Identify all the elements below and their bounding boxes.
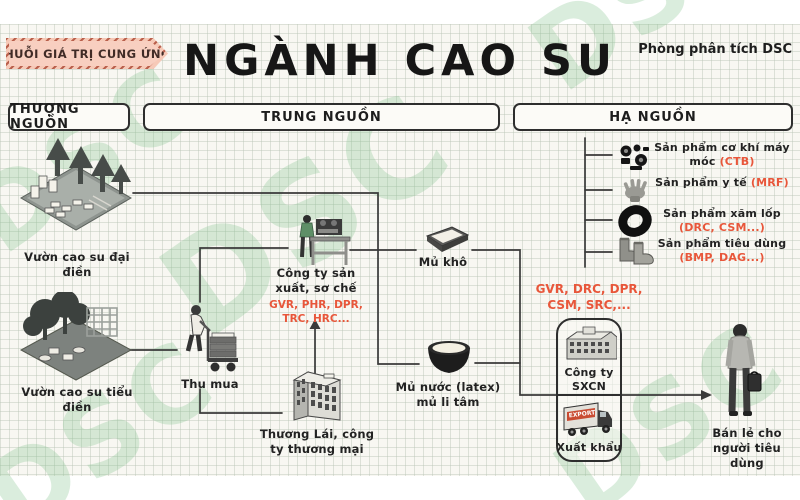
estate-label: Vườn cao su đại điền bbox=[24, 250, 130, 279]
retail-label: Bán lẻ cho người tiêu dùng bbox=[712, 426, 782, 470]
machinery-icon bbox=[620, 144, 649, 170]
export-label: Xuất khẩu bbox=[556, 441, 622, 454]
glove-icon bbox=[623, 179, 647, 202]
downstream-codes: GVR, DRC, DPR, CSM, SRC,... bbox=[535, 282, 643, 313]
processor-codes: GVR, PHR, DPR, TRC, HRC... bbox=[269, 299, 363, 326]
trader-label: Thương Lái, công ty thương mại bbox=[259, 427, 375, 456]
export-truck-text: EXPORT bbox=[568, 409, 596, 419]
processing-machine-illustration bbox=[299, 215, 351, 265]
retail-consumer-person-illustration bbox=[725, 324, 762, 416]
export-truck-illustration: EXPORT bbox=[563, 402, 612, 436]
product-tire-label: Sản phẩm xăm lốp (DRC, CSM...) bbox=[663, 207, 781, 235]
page-title: NGÀNH CAO SU bbox=[183, 36, 617, 86]
boots-icon bbox=[619, 237, 654, 265]
analysis-credit: Phòng phân tích DSC bbox=[638, 42, 792, 57]
collector-person-cart-illustration bbox=[185, 305, 238, 372]
dry-latex-tray-illustration bbox=[425, 226, 470, 252]
supply-chain-ribbon: CHUỖI GIÁ TRỊ CUNG ỨNG bbox=[6, 38, 168, 69]
trader-building-illustration bbox=[292, 371, 342, 421]
collector-label: Thu mua bbox=[181, 377, 239, 391]
tire-icon bbox=[618, 205, 652, 237]
dry-latex-label: Mủ khô bbox=[418, 255, 468, 269]
supply-chain-ribbon-label: CHUỖI GIÁ TRỊ CUNG ỨNG bbox=[9, 41, 165, 66]
box-divider bbox=[556, 394, 622, 396]
manufacturer-label: Công ty SXCN bbox=[564, 366, 614, 394]
column-header-upstream: THƯỢNG NGUỒN bbox=[8, 102, 130, 132]
estate-plantation-illustration bbox=[20, 138, 132, 231]
product-consumer-label: Sản phẩm tiêu dùng (BMP, DAG...) bbox=[657, 237, 787, 265]
processor-label: Công ty sản xuất, sơ chế bbox=[275, 266, 357, 295]
product-medical-label: Sản phẩm y tế (MRF) bbox=[655, 176, 789, 189]
liquid-latex-bowl-illustration bbox=[428, 341, 470, 373]
smallholder-label: Vườn cao su tiểu điền bbox=[21, 385, 133, 414]
factory-building-illustration bbox=[565, 326, 617, 360]
product-machinery-label: Sản phẩm cơ khí máy móc (CTB) bbox=[654, 141, 790, 169]
liquid-latex-label: Mủ nước (latex) mủ li tâm bbox=[395, 380, 501, 409]
column-header-downstream: HẠ NGUỒN bbox=[513, 103, 793, 131]
column-header-midstream: TRUNG NGUỒN bbox=[143, 103, 500, 131]
smallholder-plantation-illustration bbox=[19, 292, 133, 381]
